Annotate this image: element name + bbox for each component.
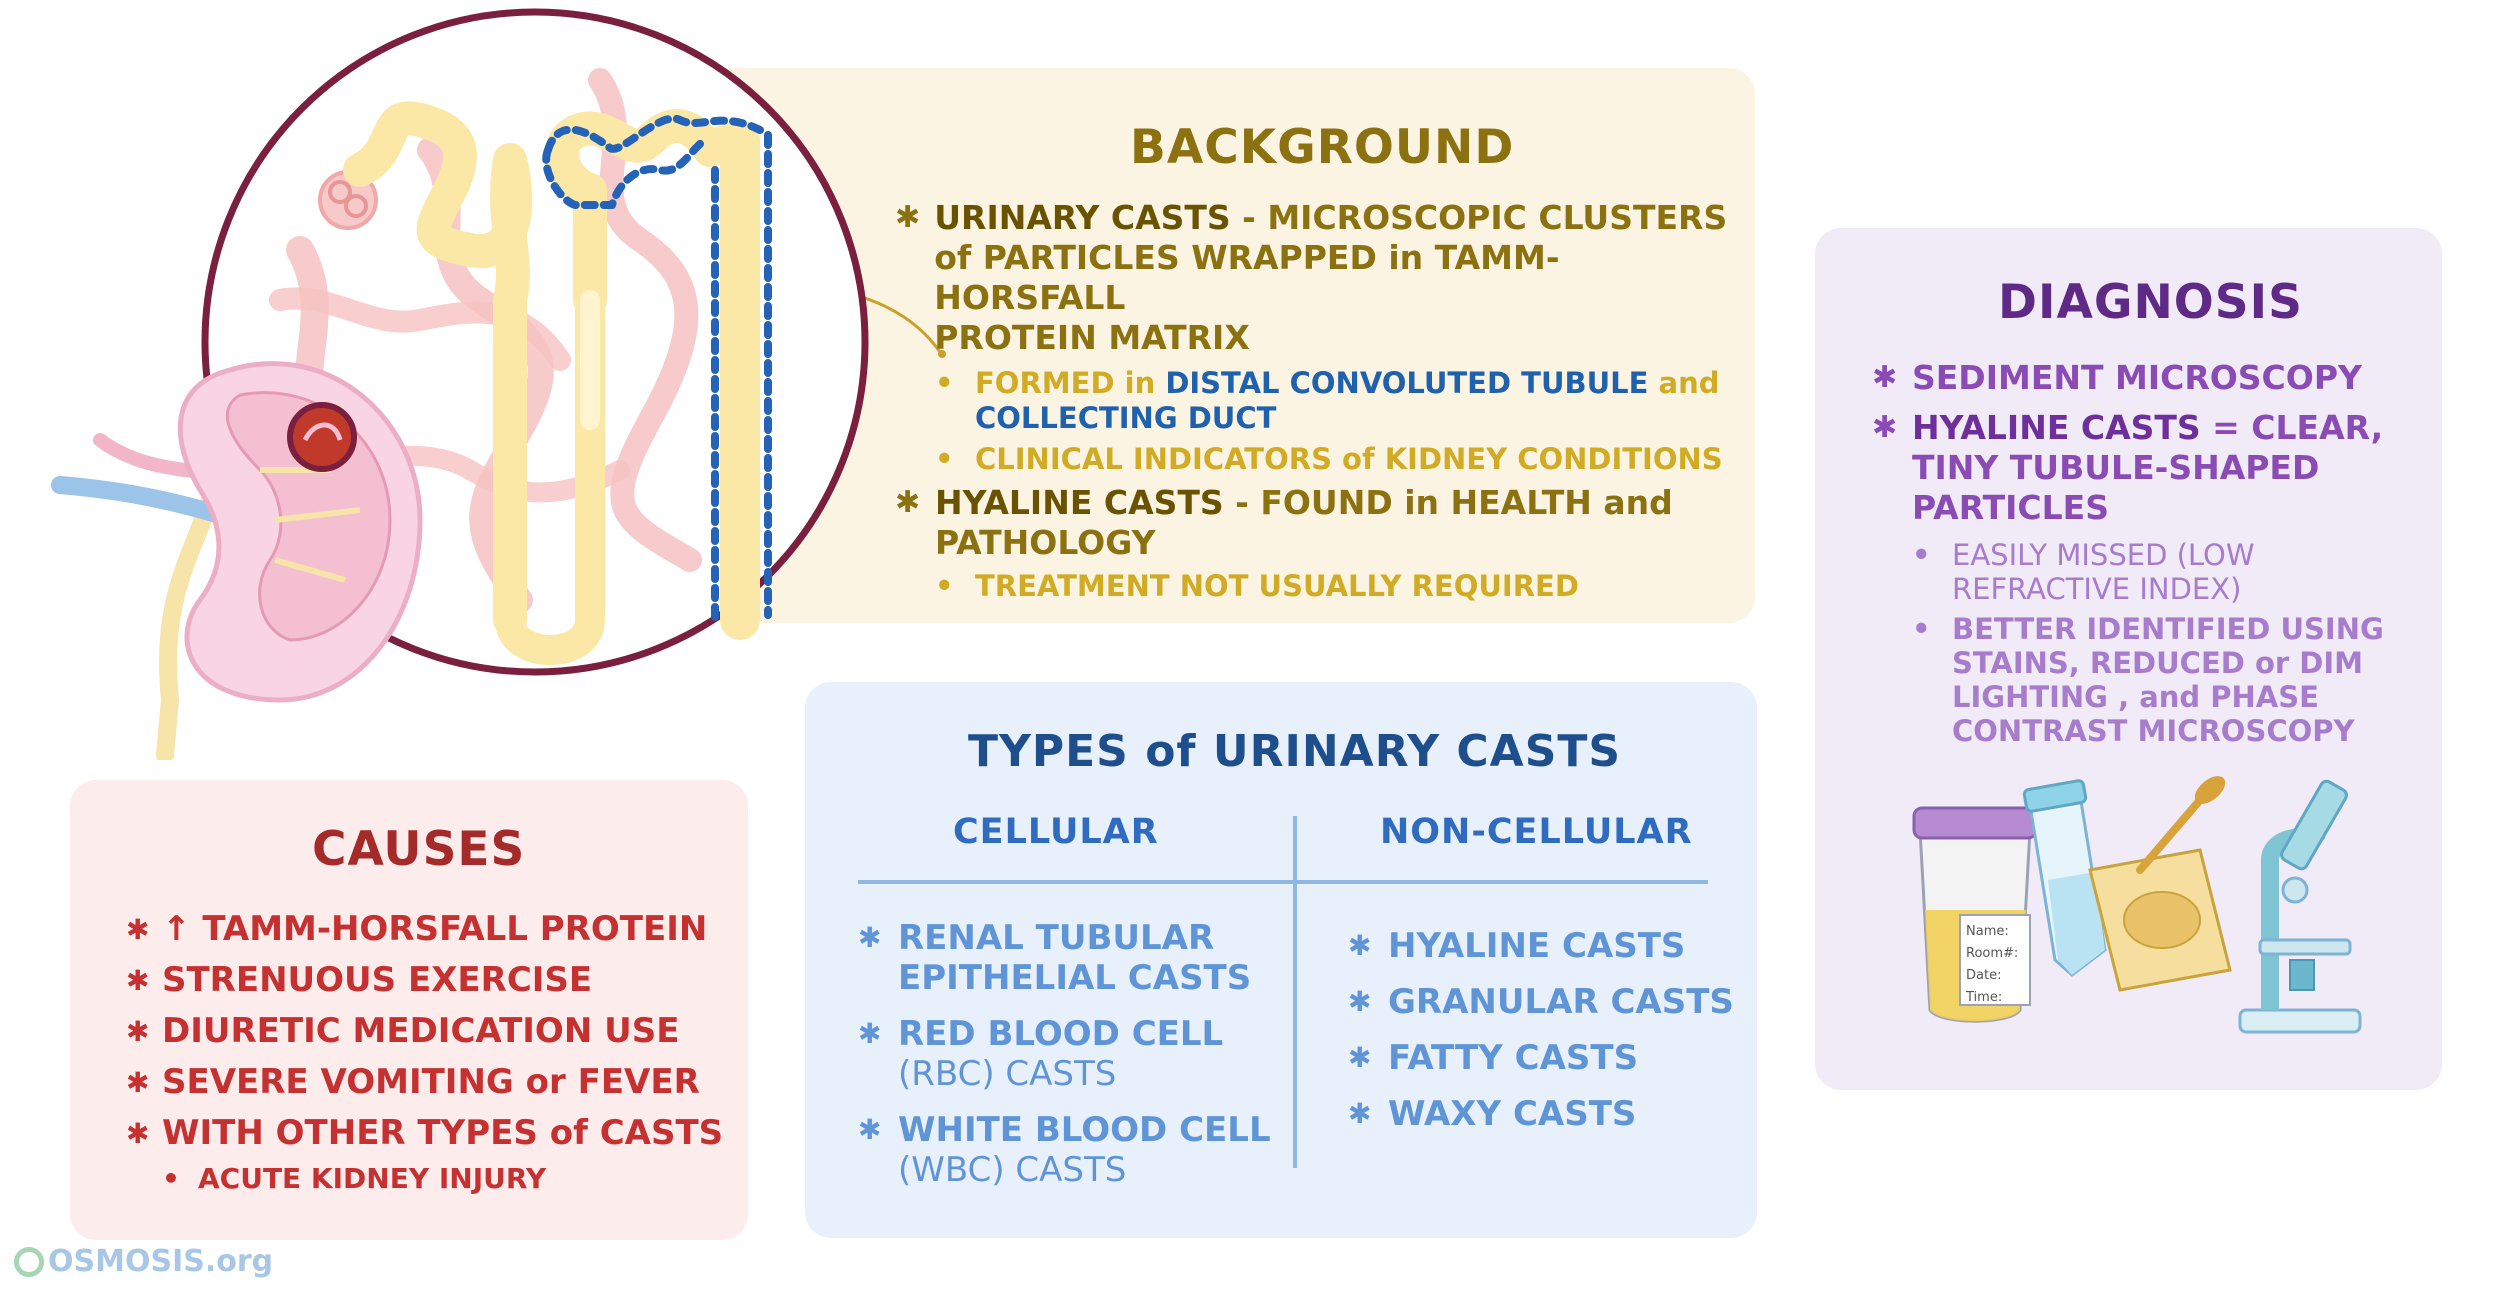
asterisk-icon: ✱ — [1872, 360, 1898, 395]
test-tube-icon — [2022, 779, 2107, 977]
cause-item-3: ✱DIURETIC MEDICATION USE — [126, 1006, 736, 1057]
cause-item-4: ✱SEVERE VOMITING or FEVER — [126, 1057, 736, 1108]
jar-label-name: Name: — [1966, 924, 2009, 939]
zoom-spot — [287, 402, 357, 472]
diagnosis-title: DIAGNOSIS — [1998, 275, 2303, 330]
bullet-dot: • — [935, 442, 954, 476]
asterisk-icon: ✱ — [1348, 929, 1372, 962]
bullet-dot: • — [1912, 612, 1931, 646]
noncellular-list: ✱HYALINE CASTS ✱GRANULAR CASTS ✱FATTY CA… — [1348, 918, 1748, 1142]
asterisk-icon: ✱ — [126, 1117, 150, 1150]
distal-tubule-outline — [542, 136, 709, 209]
nephron-tubules — [269, 68, 772, 665]
specimen-cup-icon: Name: Room#: Date: Time: — [1912, 806, 2038, 1023]
bullet-dot: • — [935, 366, 954, 400]
asterisk-icon: ✱ — [126, 1015, 150, 1048]
types-col-cellular-header: CELLULAR — [953, 812, 1159, 852]
cause-item-2: ✱STRENUOUS EXERCISE — [126, 955, 736, 1006]
types-title: TYPES of URINARY CASTS — [968, 726, 1622, 777]
causes-panel — [70, 780, 748, 1240]
nephron-illustration — [51, 8, 946, 760]
causes-list: ✱↑ TAMM-HORSFALL PROTEIN ✱STRENUOUS EXER… — [126, 904, 736, 1199]
noncellular-item-3: ✱FATTY CASTS — [1348, 1030, 1748, 1086]
asterisk-icon: ✱ — [858, 1017, 882, 1050]
background-title: BACKGROUND — [1130, 120, 1515, 175]
osmosis-logo-text: OSMOSIS.org — [48, 1244, 274, 1279]
osmosis-logo-icon — [14, 1246, 44, 1277]
ureter — [156, 491, 219, 760]
types-col-noncellular-header: NON-CELLULAR — [1380, 812, 1693, 852]
diagnosis-sub-missed: • EASILY MISSED (LOW REFRACTIVE INDEX) — [1912, 538, 2255, 606]
microscope-icon — [2238, 779, 2362, 1034]
bullet-dot: • — [162, 1162, 180, 1195]
diagnosis-list: ✱ SEDIMENT MICROSCOPY ✱ HYALINE CASTS = … — [1872, 358, 2432, 748]
asterisk-icon: ✱ — [1872, 410, 1898, 445]
cause-sub-aki: •ACUTE KIDNEY INJURY — [162, 1159, 736, 1199]
bullet-dot: • — [935, 569, 954, 603]
diagnosis-item-sediment: ✱ SEDIMENT MICROSCOPY — [1872, 358, 2362, 397]
cause-item-1: ✱↑ TAMM-HORSFALL PROTEIN — [126, 904, 736, 955]
asterisk-icon: ✱ — [858, 1113, 882, 1146]
diagnosis-item-hyaline: ✱ HYALINE CASTS = CLEAR, TINY TUBULE-SHA… — [1872, 408, 2384, 527]
blood-vessel — [51, 476, 229, 524]
asterisk-icon: ✱ — [895, 200, 921, 235]
cause-item-5: ✱WITH OTHER TYPES of CASTS — [126, 1108, 736, 1159]
background-sub-treatment: • TREATMENT NOT USUALLY REQUIRED — [935, 569, 1579, 603]
asterisk-icon: ✱ — [858, 921, 882, 954]
asterisk-icon: ✱ — [1348, 985, 1372, 1018]
asterisk-icon: ✱ — [126, 913, 150, 946]
osmosis-logo[interactable]: OSMOSIS.org — [14, 1244, 273, 1279]
types-column-divider — [1293, 816, 1297, 1168]
jar-label-room: Room#: — [1966, 946, 2018, 961]
jar-label-time: Time: — [1965, 990, 2002, 1005]
jar-label-date: Date: — [1966, 968, 2001, 983]
cellular-item-3: ✱WHITE BLOOD CELL(WBC) CASTS — [858, 1110, 1271, 1190]
asterisk-icon: ✱ — [895, 485, 921, 520]
background-sub-clinical: • CLINICAL INDICATORS of KIDNEY CONDITIO… — [935, 442, 1723, 476]
noncellular-item-1: ✱HYALINE CASTS — [1348, 918, 1748, 974]
background-sub-formed: • FORMED in DISTAL CONVOLUTED TUBULE and… — [935, 366, 1720, 435]
kidney-illustration — [51, 361, 423, 760]
asterisk-icon: ✱ — [126, 1066, 150, 1099]
causes-title: CAUSES — [312, 822, 526, 877]
asterisk-icon: ✱ — [1348, 1041, 1372, 1074]
noncellular-item-2: ✱GRANULAR CASTS — [1348, 974, 1748, 1030]
types-header-divider — [858, 880, 1708, 884]
asterisk-icon: ✱ — [1348, 1097, 1372, 1130]
types-panel — [805, 682, 1757, 1238]
background-item-urinary-casts: ✱ URINARY CASTS - MICROSCOPIC CLUSTERS o… — [895, 198, 1728, 357]
cellular-item-2: ✱RED BLOOD CELL(RBC) CASTS — [858, 1014, 1224, 1094]
asterisk-icon: ✱ — [126, 964, 150, 997]
microscope-slide-icon — [2088, 776, 2232, 992]
lab-equipment-illustration: Name: Room#: Date: Time: — [1912, 776, 2362, 1034]
diagnosis-sub-better: • BETTER IDENTIFIED USING STAINS, REDUCE… — [1912, 612, 2384, 748]
background-list: ✱ URINARY CASTS - MICROSCOPIC CLUSTERS o… — [895, 198, 1735, 604]
background-item-hyaline: ✱ HYALINE CASTS - FOUND in HEALTH and PA… — [895, 483, 1673, 562]
background-panel — [700, 68, 1755, 623]
bullet-dot: • — [1912, 538, 1931, 572]
noncellular-item-4: ✱WAXY CASTS — [1348, 1086, 1748, 1142]
